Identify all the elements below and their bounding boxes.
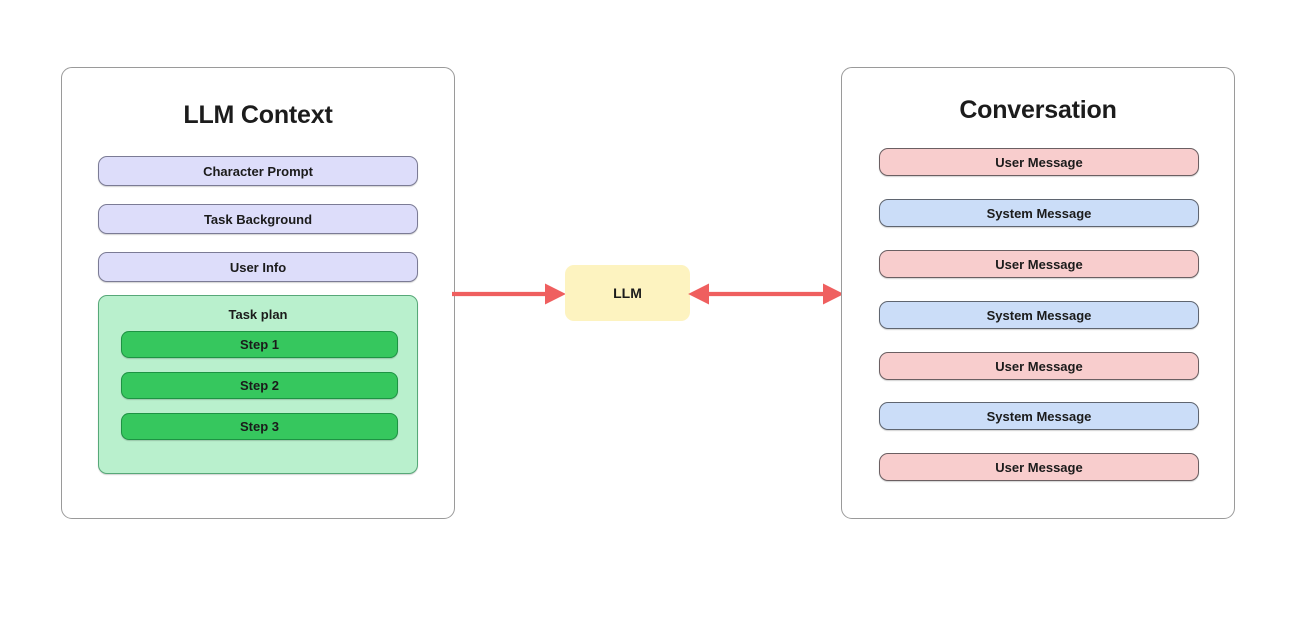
llm-context-title: LLM Context xyxy=(183,101,333,129)
task-step-3[interactable]: Step 3 xyxy=(121,413,398,440)
message-item-system-3[interactable]: System Message xyxy=(879,402,1199,430)
message-item-user-2[interactable]: User Message xyxy=(879,250,1199,278)
conversation-title: Conversation xyxy=(959,96,1117,124)
message-item-user-3[interactable]: User Message xyxy=(879,352,1199,380)
message-item-user-1[interactable]: User Message xyxy=(879,148,1199,176)
task-plan-group[interactable]: Task plan Step 1 Step 2 Step 3 xyxy=(98,295,418,474)
llm-node[interactable]: LLM xyxy=(565,265,690,321)
arrow-llm-to-conversation-bidirectional xyxy=(688,283,844,305)
conversation-panel: Conversation User Message System Message… xyxy=(841,67,1235,519)
context-item-task-background[interactable]: Task Background xyxy=(98,204,418,234)
arrow-context-to-llm xyxy=(452,283,566,305)
message-item-system-2[interactable]: System Message xyxy=(879,301,1199,329)
llm-context-panel: LLM Context Character Prompt Task Backgr… xyxy=(61,67,455,519)
context-item-user-info[interactable]: User Info xyxy=(98,252,418,282)
task-step-2[interactable]: Step 2 xyxy=(121,372,398,399)
task-plan-label: Task plan xyxy=(228,307,288,322)
context-item-character-prompt[interactable]: Character Prompt xyxy=(98,156,418,186)
message-item-system-1[interactable]: System Message xyxy=(879,199,1199,227)
task-step-1[interactable]: Step 1 xyxy=(121,331,398,358)
message-item-user-4[interactable]: User Message xyxy=(879,453,1199,481)
